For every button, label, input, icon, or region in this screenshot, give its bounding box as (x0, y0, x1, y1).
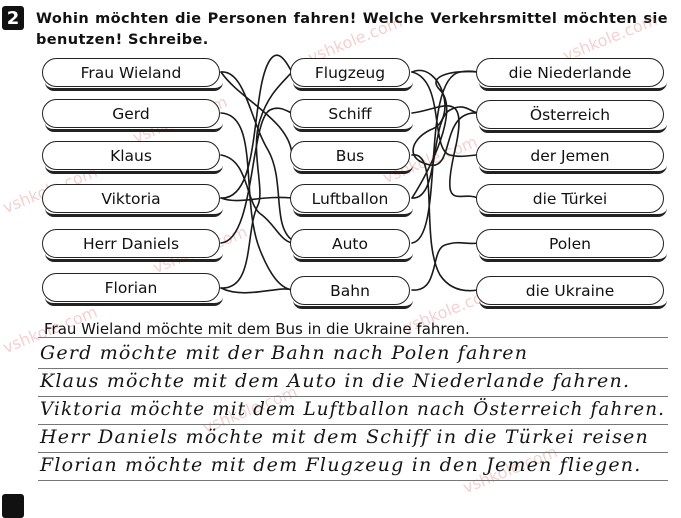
connector-line (220, 71, 293, 241)
writing-line (38, 480, 668, 481)
vehicle-luftballon[interactable]: Luftballon (290, 184, 413, 217)
vehicle-bus[interactable]: Bus (290, 141, 413, 174)
destination-ukraine[interactable]: die Ukraine (476, 276, 667, 309)
person-viktoria[interactable]: Viktoria (42, 184, 223, 217)
connector-line (411, 71, 479, 158)
handwritten-answer: Florian möchte mit dem Flugzeug in den J… (40, 454, 642, 476)
handwritten-answer: Gerd möchte mit der Bahn nach Polen fahr… (40, 342, 529, 364)
person-florian[interactable]: Florian (42, 273, 223, 306)
writing-line (38, 396, 668, 397)
writing-line (38, 337, 668, 338)
connector-line (220, 112, 293, 291)
vehicle-flugzeug[interactable]: Flugzeug (290, 58, 413, 91)
writing-line (38, 452, 668, 453)
connector-line (411, 241, 479, 291)
destination-niederlande[interactable]: die Niederlande (476, 58, 667, 91)
connector-line (220, 154, 293, 244)
connector-line (220, 196, 293, 202)
connector-line (411, 105, 479, 199)
connector-line (411, 106, 479, 199)
vehicle-schiff[interactable]: Schiff (290, 99, 413, 132)
person-herr-daniels[interactable]: Herr Daniels (42, 229, 223, 262)
destination-jemen[interactable]: der Jemen (476, 141, 667, 174)
destination-oesterreich[interactable]: Österreich (476, 100, 667, 133)
task-instruction: Wohin möchten die Personen fahren! Welch… (36, 11, 668, 48)
person-klaus[interactable]: Klaus (42, 141, 223, 174)
handwritten-answer: Viktoria möchte mit dem Luftballon nach … (40, 398, 666, 420)
person-frau-wieland[interactable]: Frau Wieland (42, 58, 223, 91)
vehicle-auto[interactable]: Auto (290, 229, 413, 262)
connector-line (220, 287, 293, 294)
task-number: 2 (2, 6, 24, 30)
writing-line (38, 368, 668, 369)
writing-line (38, 424, 668, 425)
destination-polen[interactable]: Polen (476, 229, 667, 262)
connector-line (220, 107, 293, 244)
destination-tuerkei[interactable]: die Türkei (476, 184, 667, 217)
vehicle-bahn[interactable]: Bahn (290, 276, 413, 309)
connector-line (220, 71, 293, 289)
connector-line (411, 154, 479, 292)
example-sentence: Frau Wieland möchte mit dem Bus in die U… (44, 320, 470, 338)
connector-line (220, 54, 293, 199)
person-gerd[interactable]: Gerd (42, 99, 223, 132)
next-task-badge (2, 494, 24, 518)
handwritten-answer: Herr Daniels möchte mit dem Schiff in di… (40, 426, 649, 448)
connector-line (411, 70, 479, 244)
handwritten-answer: Klaus möchte mit dem Auto in die Niederl… (40, 370, 631, 392)
connector-line (411, 69, 479, 166)
